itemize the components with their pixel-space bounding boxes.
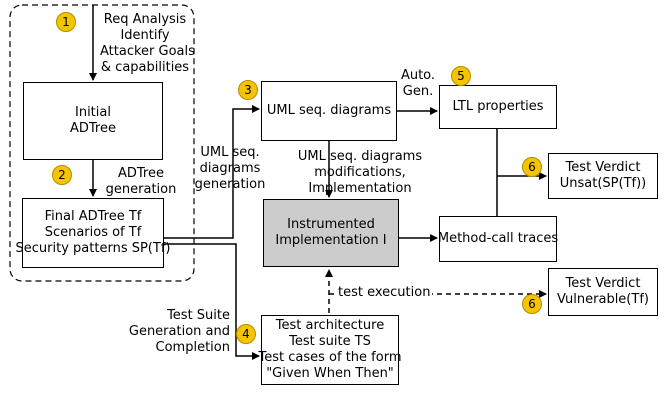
step-badge-5: 5 (451, 66, 471, 86)
box-uml-seq-diagrams: UML seq. diagrams (261, 81, 397, 141)
box-method-call-traces: Method-call traces (438, 216, 558, 262)
step-badge-2: 2 (52, 165, 72, 185)
label-req-analysis: Req Analysis Identify Attacker Goals & c… (100, 12, 195, 75)
box-ltl-properties: LTL properties (439, 85, 557, 129)
label-uml-generation: UML seq. diagrams generation (194, 145, 266, 192)
box-initial-adtree: Initial ADTree (23, 82, 163, 160)
arrow-final-to-test-arch (164, 243, 260, 360)
adtree-phase-group (9, 4, 195, 282)
step-badge-6-vulnerable: 6 (522, 294, 542, 314)
box-final-adtree: Final ADTree Tf Scenarios of Tf Security… (16, 198, 170, 268)
box-verdict-vulnerable: Test Verdict Vulnerable(Tf) (548, 268, 658, 316)
label-test-suite-generation: Test Suite Generation and Completion (128, 308, 230, 355)
box-verdict-unsat: Test Verdict Unsat(SP(Tf)) (548, 153, 658, 199)
step-badge-1: 1 (56, 12, 76, 32)
step-badge-4: 4 (236, 324, 256, 344)
label-test-execution: test execution (336, 285, 433, 301)
step-badge-3: 3 (238, 80, 258, 100)
step-badge-6-unsat: 6 (522, 157, 542, 177)
box-instrumented-implementation: Instrumented Implementation I (263, 199, 399, 267)
box-test-architecture: Test architecture Test suite TS Test cas… (259, 315, 401, 385)
label-auto-gen: Auto. Gen. (400, 68, 436, 99)
arrow-final-to-uml (164, 105, 260, 239)
label-adtree-generation: ADTree generation (105, 166, 177, 197)
label-uml-modifications: UML seq. diagrams modifications, Impleme… (297, 149, 423, 196)
